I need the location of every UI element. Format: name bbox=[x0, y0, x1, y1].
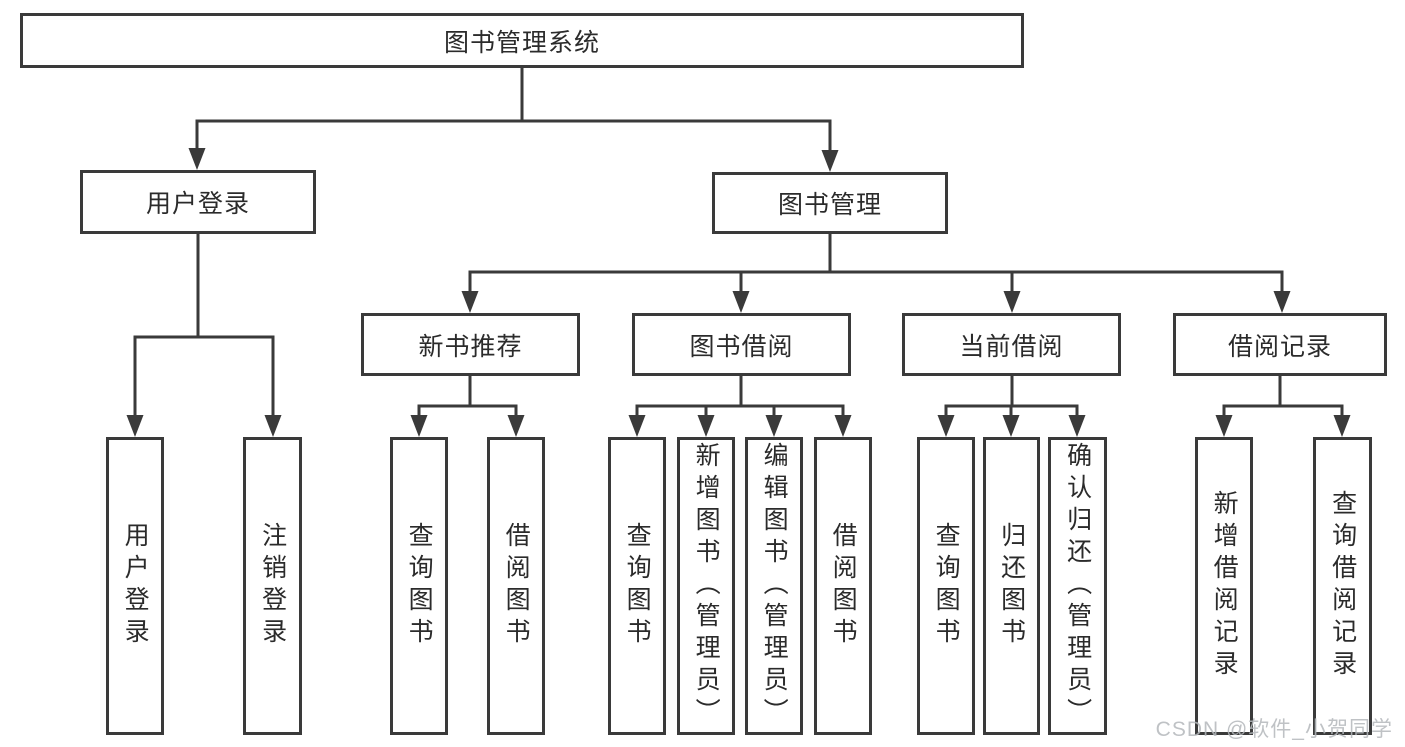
node-label: 新增图书（管理员） bbox=[692, 442, 721, 730]
node-label: 图书借阅 bbox=[689, 332, 794, 361]
node-label: 新增借阅记录 bbox=[1210, 490, 1239, 682]
node-library-management-system: 图书管理系统 bbox=[20, 13, 1024, 68]
node-label: 新书推荐 bbox=[418, 332, 523, 361]
leaf-query-books-borrow: 查询图书 bbox=[608, 437, 666, 735]
node-label: 图书管理 bbox=[777, 191, 882, 219]
csdn-watermark: CSDN @软件_小贺同学 bbox=[1155, 718, 1393, 741]
node-user-login: 用户登录 bbox=[80, 170, 316, 234]
node-book-management: 图书管理 bbox=[712, 172, 948, 234]
node-label: 编辑图书（管理员） bbox=[760, 442, 789, 730]
node-label: 查询图书 bbox=[405, 522, 434, 650]
leaf-add-books-admin: 新增图书（管理员） bbox=[677, 437, 735, 735]
leaf-query-books-current: 查询图书 bbox=[917, 437, 975, 735]
node-label: 借阅记录 bbox=[1227, 332, 1332, 361]
leaf-confirm-return-admin: 确认归还（管理员） bbox=[1048, 437, 1107, 735]
leaf-return-books: 归还图书 bbox=[983, 437, 1040, 735]
leaf-query-books-recommend: 查询图书 bbox=[390, 437, 448, 735]
leaf-edit-books-admin: 编辑图书（管理员） bbox=[745, 437, 803, 735]
node-label: 查询图书 bbox=[623, 522, 652, 650]
leaf-borrow-books: 借阅图书 bbox=[814, 437, 872, 735]
node-book-borrow: 图书借阅 bbox=[632, 313, 851, 376]
node-label: 注销登录 bbox=[258, 522, 287, 650]
leaf-query-borrow-record: 查询借阅记录 bbox=[1313, 437, 1372, 735]
node-new-book-recommend: 新书推荐 bbox=[361, 313, 580, 376]
node-label: 归还图书 bbox=[997, 522, 1026, 650]
leaf-logout: 注销登录 bbox=[243, 437, 302, 735]
node-label: 用户登录 bbox=[121, 522, 150, 650]
arrowhead-icons bbox=[126, 148, 1351, 437]
node-label: 当前借阅 bbox=[959, 332, 1064, 361]
node-label: 用户登录 bbox=[145, 190, 250, 218]
node-label: 查询图书 bbox=[932, 522, 961, 650]
node-label: 图书管理系统 bbox=[443, 28, 600, 57]
node-label: 查询借阅记录 bbox=[1328, 490, 1357, 682]
node-label: 确认归还（管理员） bbox=[1063, 442, 1092, 730]
node-label: 借阅图书 bbox=[502, 522, 531, 650]
leaf-user-login: 用户登录 bbox=[106, 437, 164, 735]
node-current-borrow: 当前借阅 bbox=[902, 313, 1121, 376]
node-label: 借阅图书 bbox=[829, 522, 858, 650]
leaf-borrow-books-recommend: 借阅图书 bbox=[487, 437, 545, 735]
node-borrow-records: 借阅记录 bbox=[1173, 313, 1387, 376]
leaf-add-borrow-record: 新增借阅记录 bbox=[1195, 437, 1253, 735]
connector-lines bbox=[133, 68, 1344, 418]
